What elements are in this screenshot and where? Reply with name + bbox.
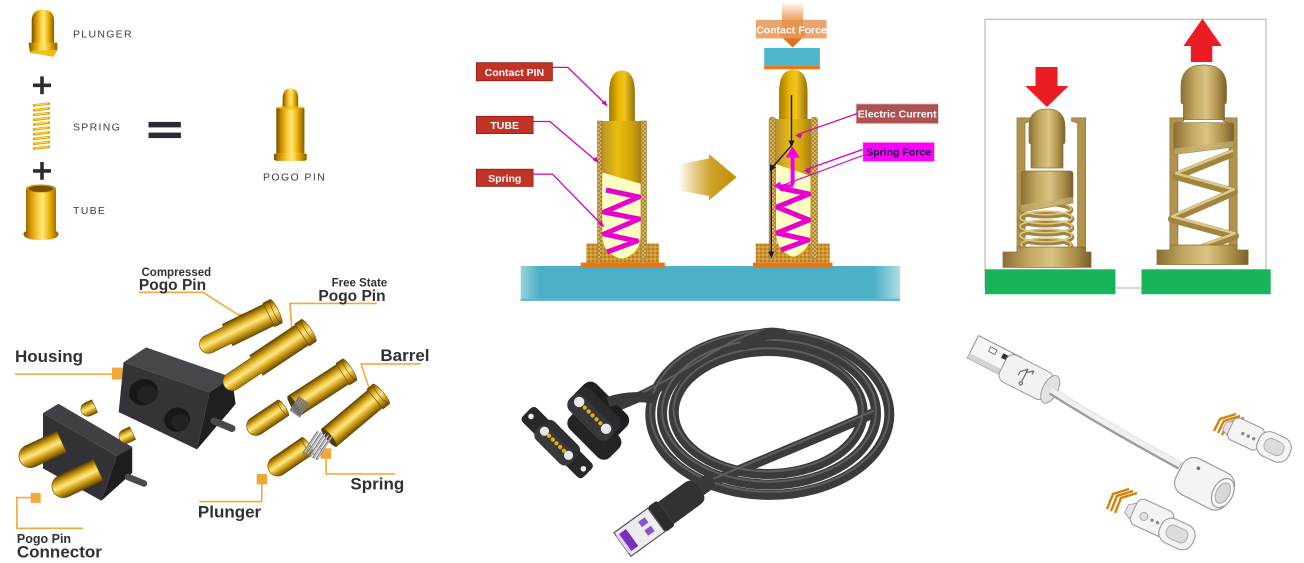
svg-text:Barrel: Barrel	[380, 346, 429, 365]
svg-text:Plunger: Plunger	[198, 503, 262, 522]
svg-text:TUBE: TUBE	[73, 205, 106, 217]
svg-text:Electric Current: Electric Current	[858, 108, 937, 120]
svg-text:Free State: Free State	[332, 278, 388, 290]
svg-text:Housing: Housing	[15, 347, 83, 366]
svg-text:Pogo Pin: Pogo Pin	[17, 532, 71, 546]
svg-text:Contact Force: Contact Force	[756, 24, 827, 36]
svg-text:Compressed: Compressed	[142, 267, 212, 279]
svg-text:TUBE: TUBE	[490, 120, 519, 132]
svg-text:Pogo Pin: Pogo Pin	[139, 277, 206, 294]
svg-text:PLUNGER: PLUNGER	[73, 29, 133, 41]
svg-text:Spring: Spring	[350, 475, 404, 494]
svg-text:Contact PIN: Contact PIN	[485, 67, 545, 79]
svg-text:Spring Force: Spring Force	[866, 147, 931, 159]
svg-text:Connector: Connector	[17, 543, 102, 562]
svg-text:SPRING: SPRING	[73, 122, 121, 134]
svg-text:POGO PIN: POGO PIN	[263, 172, 326, 184]
svg-text:Spring: Spring	[488, 173, 521, 185]
svg-text:Pogo Pin: Pogo Pin	[318, 288, 385, 305]
